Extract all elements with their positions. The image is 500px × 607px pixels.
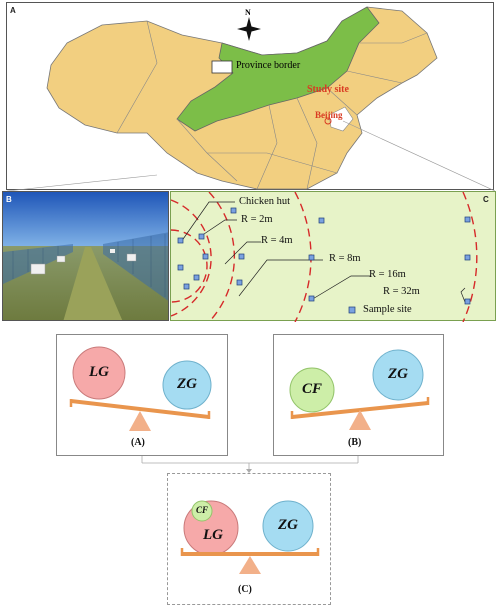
sample-sites <box>177 207 471 314</box>
cf-ball <box>191 500 213 522</box>
cf-label: CF <box>301 381 322 397</box>
lg-label: LG <box>89 364 109 380</box>
caption-a: (A) <box>131 437 145 448</box>
zg-label: ZG <box>388 366 408 382</box>
field-photo-drawing <box>3 192 168 320</box>
fulcrum <box>239 556 261 574</box>
province-borders <box>116 20 428 190</box>
fulcrum <box>129 411 151 431</box>
lg-label: LG <box>203 527 223 543</box>
r8-label: R = 8m <box>329 253 361 264</box>
r2-label: R = 2m <box>241 214 273 225</box>
balance-b: CF ZG (B) <box>273 334 444 456</box>
zg-ball <box>162 360 212 410</box>
bohai-sea <box>328 106 354 132</box>
panel-letter-a: A <box>10 6 16 15</box>
ring-16m <box>294 192 312 322</box>
panel-letter-b: B <box>6 195 12 204</box>
chicken-hut-label: Chicken hut <box>239 196 291 207</box>
beijing-label: Beijing <box>315 110 343 120</box>
r16-label: R = 16m <box>369 269 406 280</box>
beam <box>71 399 209 419</box>
panel-letter-c: C <box>483 195 489 204</box>
balance-a: LG ZG (A) <box>56 334 228 456</box>
zg-ball <box>262 500 314 552</box>
ring-2m <box>171 229 208 303</box>
sampling-layout: C Chicken hut R = 2m R = 4m R = 8m R = 1… <box>170 191 496 322</box>
fulcrum <box>349 410 371 430</box>
zg-label: ZG <box>278 517 298 533</box>
zg-ball <box>372 349 424 401</box>
r32-label: R = 32m <box>383 286 420 297</box>
beam <box>182 552 318 556</box>
caption-c: (C) <box>238 584 252 595</box>
cf-ball <box>289 367 335 413</box>
caption-b: (B) <box>348 437 362 448</box>
north-arrow <box>237 17 261 41</box>
north-label: N <box>245 8 251 17</box>
map-panel: A N Province border Study site Beijing <box>6 2 495 191</box>
ring-32m <box>462 192 478 322</box>
zg-label: ZG <box>177 376 197 392</box>
sampling-rings <box>171 192 478 322</box>
ring-8m <box>208 192 236 322</box>
field-photo: B <box>2 191 169 321</box>
ring-4m <box>171 199 212 317</box>
sample-site-label: Sample site <box>363 304 412 315</box>
legend-swatch <box>211 60 233 74</box>
balance-c: CF LG ZG (C) <box>167 473 331 605</box>
beijing-marker <box>324 117 332 125</box>
cf-inner-label: CF <box>195 505 208 515</box>
legend-label: Province border <box>236 60 301 71</box>
r4-label: R = 4m <box>261 235 293 246</box>
lg-ball <box>72 346 126 400</box>
study-site-label: Study site <box>307 84 349 95</box>
china-map <box>7 6 495 191</box>
